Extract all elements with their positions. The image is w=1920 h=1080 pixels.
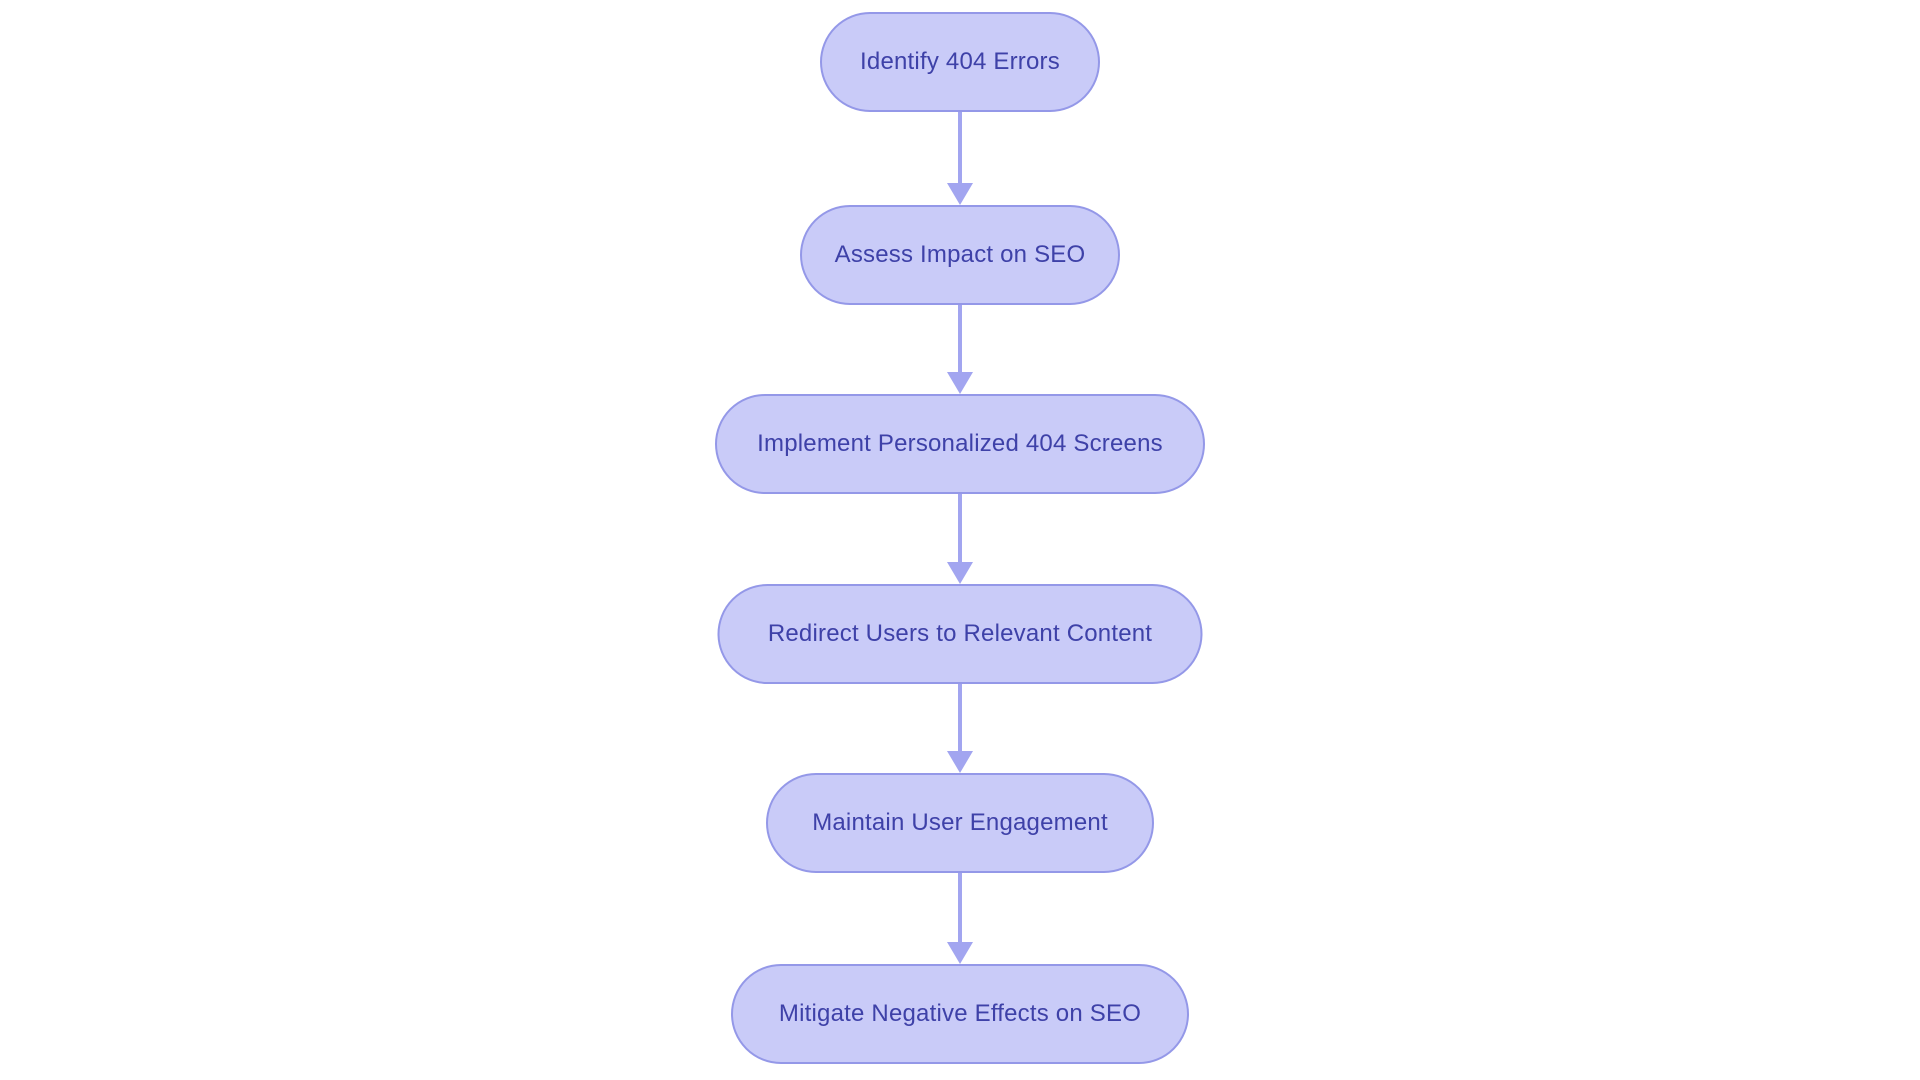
flow-node-label: Redirect Users to Relevant Content <box>767 620 1153 647</box>
arrowhead-down-icon <box>947 562 973 584</box>
flow-node-label: Mitigate Negative Effects on SEO <box>778 1000 1142 1027</box>
flow-node-label: Identify 404 Errors <box>860 48 1060 75</box>
connector-line <box>958 305 962 372</box>
flow-node-assess-impact-on-seo: Assess Impact on SEO <box>800 205 1120 305</box>
flow-node-maintain-user-engagement: Maintain User Engagement <box>766 773 1154 873</box>
flow-node-implement-personalized-404-screens: Implement Personalized 404 Screens <box>715 394 1205 494</box>
flow-node-identify-404-errors: Identify 404 Errors <box>820 12 1100 112</box>
arrowhead-down-icon <box>947 372 973 394</box>
flow-node-label: Maintain User Engagement <box>812 809 1108 836</box>
flow-connector <box>947 305 973 394</box>
flow-node-label: Implement Personalized 404 Screens <box>757 430 1163 457</box>
flow-connector <box>947 494 973 584</box>
flow-connector <box>947 112 973 205</box>
flow-node-mitigate-negative-effects-on-seo: Mitigate Negative Effects on SEO <box>731 964 1189 1064</box>
flow-node-redirect-users-to-relevant-content: Redirect Users to Relevant Content <box>717 584 1203 684</box>
arrowhead-down-icon <box>947 942 973 964</box>
flow-node-label: Assess Impact on SEO <box>834 241 1086 268</box>
connector-line <box>958 112 962 183</box>
connector-line <box>958 494 962 562</box>
connector-line <box>958 873 962 942</box>
connector-line <box>958 684 962 751</box>
arrowhead-down-icon <box>947 751 973 773</box>
flow-connector <box>947 873 973 964</box>
arrowhead-down-icon <box>947 183 973 205</box>
flow-connector <box>947 684 973 773</box>
